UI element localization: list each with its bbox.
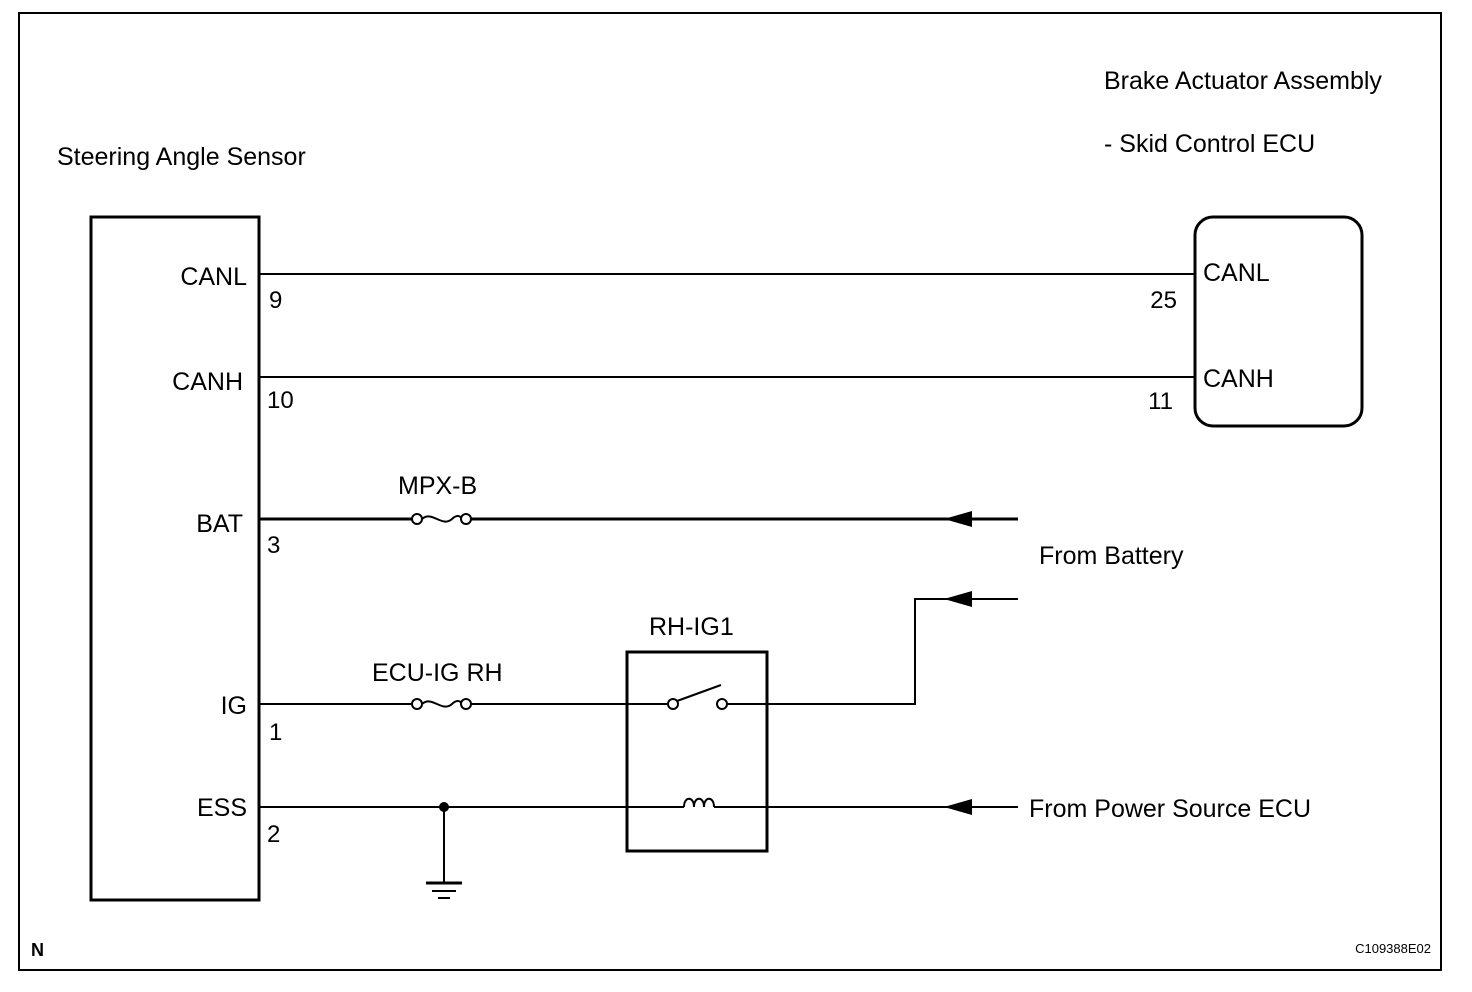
from-power-source-ecu-label: From Power Source ECU xyxy=(1029,795,1311,823)
ig-wire-right xyxy=(727,598,1018,705)
ecu-pin-canh-number: 11 xyxy=(1148,388,1173,415)
ecu-title-line2: - Skid Control ECU xyxy=(1104,130,1315,158)
rh-ig1-relay-label: RH-IG1 xyxy=(649,613,734,641)
ecu-pin-canh-name: CANH xyxy=(1203,365,1274,393)
ground-icon xyxy=(426,807,462,899)
bat-arrow-icon xyxy=(944,511,972,527)
mpx-b-fuse-label: MPX-B xyxy=(398,472,477,500)
sensor-pin-bat-number: 3 xyxy=(267,532,280,559)
relay-switch-icon xyxy=(667,684,728,710)
steering-angle-sensor-box xyxy=(89,215,261,902)
ess-arrow-icon xyxy=(944,799,972,815)
rh-ig1-relay-box xyxy=(625,650,769,853)
figure-code: C109388E02 xyxy=(1355,941,1431,956)
mpx-b-fuse-icon xyxy=(411,513,472,525)
skid-control-ecu-box xyxy=(1193,215,1364,428)
from-battery-label: From Battery xyxy=(1039,542,1184,570)
sensor-pin-ess-number: 2 xyxy=(267,821,280,848)
sensor-pin-ig-number: 1 xyxy=(269,719,282,746)
ecu-title-line1: Brake Actuator Assembly xyxy=(1104,67,1382,95)
diagram-frame xyxy=(18,12,1442,971)
corner-mark: N xyxy=(31,940,44,960)
sensor-pin-canh-number: 10 xyxy=(267,387,294,414)
relay-coil-icon xyxy=(683,797,715,808)
ecu-ig-rh-fuse-icon xyxy=(411,698,472,710)
sensor-pin-canl-number: 9 xyxy=(269,287,282,314)
ig-arrow-icon xyxy=(944,591,972,607)
sensor-pin-bat-name: BAT xyxy=(196,510,243,538)
sensor-pin-canl-name: CANL xyxy=(180,263,247,291)
ecu-pin-canl-name: CANL xyxy=(1203,259,1270,287)
sensor-pin-canh-name: CANH xyxy=(172,368,243,396)
ecu-ig-rh-fuse-label: ECU-IG RH xyxy=(372,659,503,687)
sensor-title: Steering Angle Sensor xyxy=(57,143,306,171)
sensor-pin-ig-name: IG xyxy=(221,692,247,720)
sensor-pin-ess-name: ESS xyxy=(197,794,247,822)
ecu-pin-canl-number: 25 xyxy=(1150,287,1177,314)
